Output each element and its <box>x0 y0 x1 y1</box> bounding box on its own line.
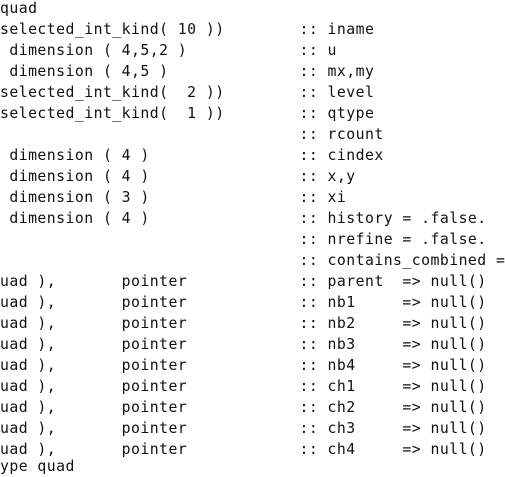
code-line: dimension ( 3 ) :: xi <box>0 189 347 206</box>
code-line: :: rcount <box>0 126 384 143</box>
code-line: uad ), pointer :: ch1 => null() <box>0 378 487 395</box>
code-line: uad ), pointer :: nb4 => null() <box>0 357 487 374</box>
code-line: dimension ( 4,5 ) :: mx,my <box>0 63 375 80</box>
code-line: dimension ( 4 ) :: cindex <box>0 147 384 164</box>
code-line: uad ), pointer :: ch2 => null() <box>0 399 487 416</box>
code-line: uad ), pointer :: nb1 => null() <box>0 294 487 311</box>
code-line: uad ), pointer :: ch4 => null() <box>0 441 487 458</box>
code-line: uad ), pointer :: nb2 => null() <box>0 315 487 332</box>
code-line: :: nrefine = .false. <box>0 231 487 248</box>
code-line: selected_int_kind( 10 )) :: iname <box>0 21 375 38</box>
code-line: uad ), pointer :: ch3 => null() <box>0 420 487 437</box>
code-line: uad ), pointer :: nb3 => null() <box>0 336 487 353</box>
code-line: dimension ( 4,5,2 ) :: u <box>0 42 337 59</box>
code-line: quad <box>0 0 38 17</box>
code-line: dimension ( 4 ) :: x,y <box>0 168 356 185</box>
code-line: uad ), pointer :: parent => null() <box>0 273 487 290</box>
code-line: ype quad <box>0 458 75 475</box>
code-line: :: contains_combined = <box>0 252 505 269</box>
code-line: dimension ( 4 ) :: history = .false. <box>0 210 487 227</box>
code-line: selected_int_kind( 1 )) :: qtype <box>0 105 375 122</box>
code-line: selected_int_kind( 2 )) :: level <box>0 84 375 101</box>
